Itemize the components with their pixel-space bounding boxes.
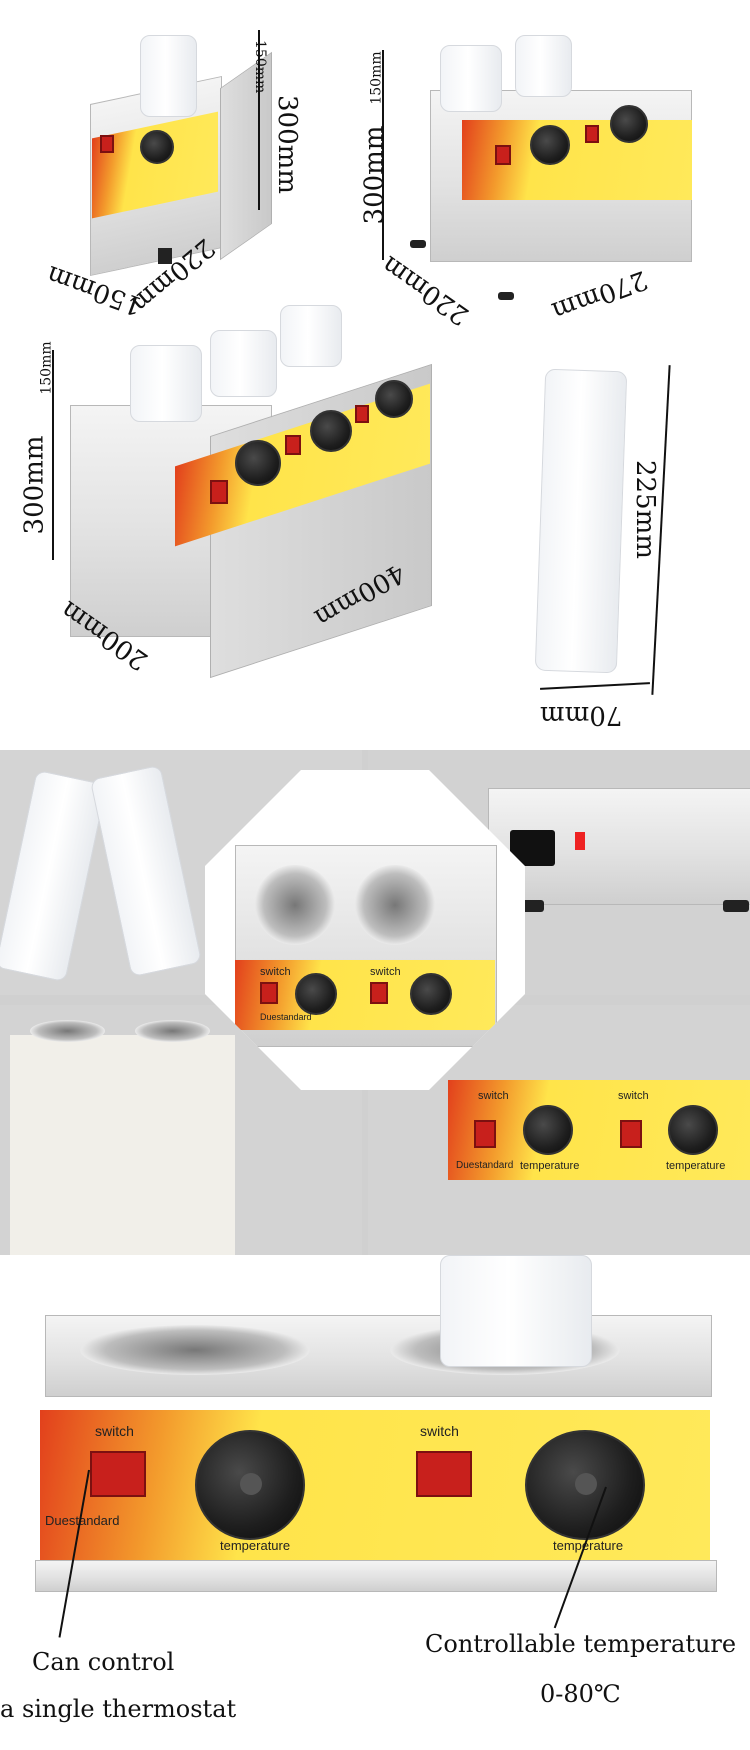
cup-ring (30, 1020, 105, 1042)
foot (498, 292, 514, 300)
power-switch (90, 1451, 146, 1497)
temperature-knob (375, 380, 413, 418)
bottle (534, 368, 628, 674)
power-switch (260, 982, 278, 1004)
power-switch (210, 480, 228, 504)
brand-label: Duestandard (456, 1160, 514, 1171)
double-warmer-view: 150mm 300mm 220mm 270mm (359, 30, 740, 331)
temperature-knob (530, 125, 570, 165)
bottle (210, 330, 277, 397)
dim-width: 70mm (540, 700, 623, 730)
unit-body (10, 1035, 235, 1255)
switch-label: switch (618, 1090, 649, 1102)
dim-line-height (258, 30, 260, 210)
power-switch (474, 1120, 496, 1148)
bottle (280, 305, 342, 367)
foot (723, 900, 749, 912)
bottle (89, 764, 203, 978)
switch-label: switch (95, 1423, 134, 1439)
dim-line-height (52, 350, 54, 560)
bottle-view: 225mm 70mm (520, 360, 720, 740)
dim-height: 225mm (630, 460, 660, 559)
dim-height: 300mm (272, 95, 302, 194)
cup-ring (255, 865, 335, 945)
detail-collage: switch temperature Duestandard switch te… (0, 750, 750, 1255)
bottle (130, 345, 202, 422)
triple-warmer-view: 150mm 300mm 200mm 400mm (10, 305, 460, 730)
dim-line-height (382, 50, 384, 260)
temperature-knob (295, 973, 337, 1015)
power-switch (355, 405, 369, 423)
temperature-label: temperature (666, 1160, 726, 1172)
power-switch (620, 1120, 642, 1148)
temperature-knob-center (575, 1473, 597, 1495)
switch-label: switch (478, 1090, 509, 1102)
brand-label: Duestandard (45, 1513, 120, 1528)
callout-right-line1: Controllable temperature (425, 1630, 737, 1658)
single-warmer-view: 150mm 300mm 220mm 150mm (40, 30, 302, 321)
collage-tile-panel: switch temperature Duestandard switch te… (368, 1005, 750, 1255)
temperature-knob (610, 105, 648, 143)
temperature-label: temperature (220, 1538, 291, 1553)
bottle (0, 769, 108, 983)
cup-ring (135, 1020, 210, 1042)
power-switch (285, 435, 301, 455)
bottle (440, 45, 502, 112)
callout-left-line1: Can control (32, 1648, 175, 1676)
power-socket (158, 248, 172, 264)
temperature-knob (523, 1105, 573, 1155)
dim-width: 270mm (547, 263, 652, 327)
temperature-label: temperature (520, 1160, 580, 1172)
dim-height-top: 150mm (38, 341, 55, 395)
unit-bottom (35, 1560, 717, 1592)
power-switch (585, 125, 599, 143)
temperature-knob (410, 973, 452, 1015)
brand-label: Duestandard (260, 1012, 312, 1022)
dim-height: 300mm (19, 435, 50, 535)
power-switch (495, 145, 511, 165)
temperature-knob (310, 410, 352, 452)
dim-height: 300mm (359, 125, 390, 225)
foot (410, 240, 426, 248)
power-switch (100, 135, 114, 153)
closeup-section: switch temperature Duestandard switch te… (0, 1255, 750, 1750)
dim-height-top: 150mm (368, 51, 385, 105)
switch-label: switch (420, 1423, 459, 1439)
temperature-knob (140, 130, 174, 164)
fuse-icon (575, 832, 585, 850)
collage-center-octagon: switch Duestandard switch (205, 770, 525, 1090)
temperature-knob (235, 440, 281, 486)
dim-line-width (540, 682, 650, 690)
cup-ring (80, 1325, 310, 1375)
dimension-section: 150mm 300mm 220mm 150mm 150mm 300mm 220m… (0, 0, 750, 745)
callout-left-line2: a single thermostat (0, 1695, 237, 1723)
cup-ring (355, 865, 435, 945)
switch-label: switch (370, 966, 401, 978)
temperature-label: temperature (553, 1538, 624, 1553)
callout-right-line2: 0-80℃ (540, 1680, 621, 1708)
bottle (515, 35, 572, 97)
switch-label: switch (260, 966, 291, 978)
bottle (140, 35, 197, 117)
temperature-knob (668, 1105, 718, 1155)
power-switch (370, 982, 388, 1004)
temperature-knob-center (240, 1473, 262, 1495)
bottle (440, 1255, 592, 1367)
power-switch (416, 1451, 472, 1497)
dim-height-top: 150mm (252, 40, 268, 94)
